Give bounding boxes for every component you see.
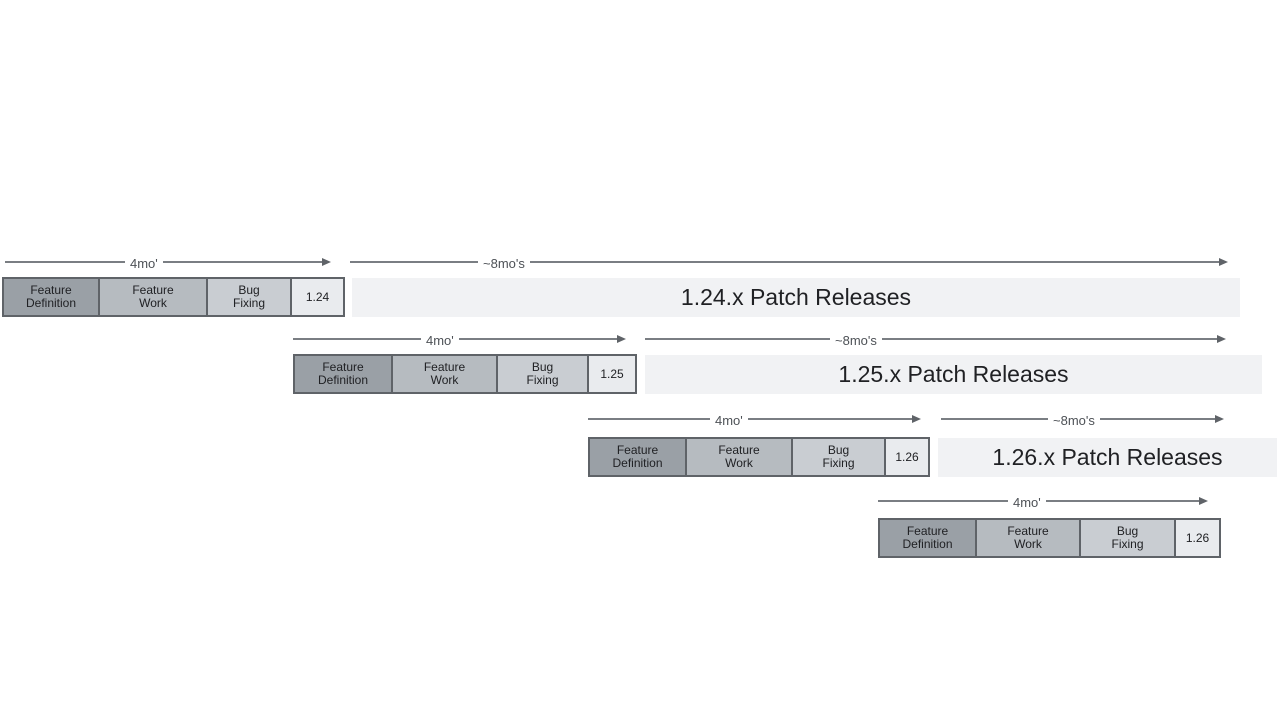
arrow-line [5,261,125,263]
phase-box-bug-fixing: Bug Fixing [496,354,589,394]
arrow-line [588,418,710,420]
version-box: 1.24 [290,277,345,317]
phase-label-line: Feature [616,443,659,457]
arrow-line [881,338,1217,340]
cycle-duration-arrow: 4mo' [878,495,1208,513]
phase-box-bug-fixing: Bug Fixing [791,437,886,477]
phase-label-line: Fixing [232,296,265,310]
phase-label-line: Bug [238,283,260,297]
arrowhead-icon [912,415,921,423]
arrow-line [293,338,421,340]
phase-label-line: Feature [132,283,174,297]
phase-label-line: Fixing [822,456,855,470]
release-row-phases: Feature Definition Feature Work Bug Fixi… [293,354,637,394]
patch-duration-label: ~8mo's [1053,413,1095,428]
arrow-line [941,418,1048,420]
release-row-phases: Feature Definition Feature Work Bug Fixi… [2,277,345,317]
arrow-line [458,338,617,340]
arrow-line [529,261,1219,263]
cycle-duration-label: 4mo' [715,413,743,428]
cycle-duration-label: 4mo' [426,333,454,348]
phase-label-line: Definition [612,456,663,470]
version-box: 1.25 [587,354,637,394]
version-label: 1.25 [600,366,624,381]
release-row-phases: Feature Definition Feature Work Bug Fixi… [878,518,1221,558]
patch-releases-bar: 1.25.x Patch Releases [645,355,1262,394]
version-label: 1.26 [1185,530,1210,545]
arrow-line [162,261,322,263]
arrowhead-icon [1217,335,1226,343]
patch-releases-label: 1.24.x Patch Releases [680,284,912,310]
phase-box-feature-definition: Feature Definition [588,437,687,477]
phase-label-line: Feature [1007,524,1049,538]
arrowhead-icon [617,335,626,343]
patch-releases-bar: 1.24.x Patch Releases [352,278,1240,317]
arrowhead-icon [322,258,331,266]
phase-label-line: Feature [30,283,72,297]
version-box: 1.26 [884,437,930,477]
phase-label-line: Bug [1116,524,1139,538]
cycle-duration-label: 4mo' [1013,495,1041,510]
phase-label-line: Feature [718,443,760,457]
cycle-duration-label: 4mo' [130,256,158,271]
arrow-line [878,500,1008,502]
arrow-line [645,338,830,340]
patch-duration-label: ~8mo's [483,256,525,271]
phase-box-feature-work: Feature Work [975,518,1081,558]
version-label: 1.24 [305,289,330,304]
patch-duration-arrow: ~8mo's [350,256,1228,274]
phase-label-line: Definition [902,537,953,551]
phase-label-line: Bug [827,443,850,457]
patch-duration-arrow: ~8mo's [645,333,1226,351]
patch-duration-label: ~8mo's [835,333,877,348]
arrow-line [1045,500,1199,502]
arrowhead-icon [1219,258,1228,266]
patch-releases-bar: 1.26.x Patch Releases [938,438,1277,477]
phase-label-line: Fixing [526,373,559,387]
phase-box-feature-work: Feature Work [685,437,793,477]
version-box: 1.26 [1174,518,1221,558]
patch-releases-label: 1.25.x Patch Releases [838,361,1069,387]
arrow-line [350,261,478,263]
phase-label-line: Definition [317,373,369,387]
phase-label-line: Work [1014,537,1042,551]
release-row-phases: Feature Definition Feature Work Bug Fixi… [588,437,930,477]
version-label: 1.26 [895,449,919,464]
arrowhead-icon [1215,415,1224,423]
phase-label-line: Feature [423,360,466,374]
phase-label-line: Bug [531,360,554,374]
phase-label-line: Work [139,296,167,310]
phase-box-feature-definition: Feature Definition [2,277,100,317]
phase-box-feature-definition: Feature Definition [878,518,977,558]
cycle-duration-arrow: 4mo' [293,333,626,351]
phase-label-line: Fixing [1111,537,1144,551]
phase-label-line: Work [725,456,753,470]
cycle-duration-arrow: 4mo' [5,256,331,274]
arrowhead-icon [1199,497,1208,505]
phase-box-feature-definition: Feature Definition [293,354,393,394]
arrow-line [747,418,912,420]
phase-label-line: Feature [322,360,364,374]
phase-box-bug-fixing: Bug Fixing [206,277,292,317]
phase-box-bug-fixing: Bug Fixing [1079,518,1176,558]
phase-label-line: Feature [906,524,949,538]
phase-box-feature-work: Feature Work [391,354,498,394]
cycle-duration-arrow: 4mo' [588,413,921,431]
phase-label-line: Work [430,373,459,387]
patch-releases-label: 1.26.x Patch Releases [992,444,1223,470]
arrow-line [1099,418,1215,420]
patch-duration-arrow: ~8mo's [941,413,1224,431]
phase-label-line: Definition [25,296,77,310]
phase-box-feature-work: Feature Work [98,277,208,317]
